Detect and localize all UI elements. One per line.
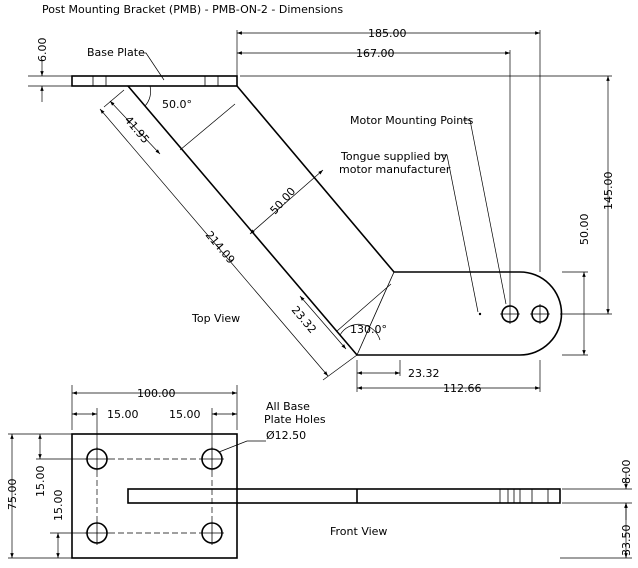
dim-75: 75.00 <box>6 479 19 511</box>
drawing-title: Post Mounting Bracket (PMB) - PMB-ON-2 -… <box>42 3 343 16</box>
dim-50-arm: 50.00 <box>268 185 299 217</box>
dim-214-09: 214.09 <box>203 229 238 267</box>
holes-note-2: Plate Holes <box>264 413 326 426</box>
front-view-label: Front View <box>330 525 387 538</box>
dim-33-5: 33.50 <box>620 525 633 557</box>
holes-note-1: All Base <box>266 400 310 413</box>
dim-6: 6.00 <box>36 38 49 63</box>
dim-112-66: 112.66 <box>443 382 482 395</box>
angle-130: 130.0° <box>350 323 387 336</box>
base-plate-edge <box>71 75 238 87</box>
dim-15-side-a: 15.00 <box>34 466 47 498</box>
dim-167: 167.00 <box>356 47 395 60</box>
base-plate-label: Base Plate <box>87 46 145 59</box>
dim-100: 100.00 <box>137 387 176 400</box>
tongue-outline <box>400 271 563 356</box>
tongue-label-1: Tongue supplied by <box>340 150 448 163</box>
tongue-label-2: motor manufacturer <box>339 163 451 176</box>
dim-50-right: 50.00 <box>578 214 591 246</box>
dim-15-top-right: 15.00 <box>169 408 201 421</box>
angle-50: 50.0° <box>162 98 192 111</box>
dim-23-32-h: 23.32 <box>408 367 440 380</box>
holes-note-3: Ø12.50 <box>266 429 306 442</box>
dim-23-32-diag: 23.32 <box>289 304 319 336</box>
front-view: 100.00 15.00 15.00 All Base Plate Holes … <box>6 385 633 559</box>
top-view-label: Top View <box>191 312 240 325</box>
dim-41-95: 41.95 <box>122 114 152 146</box>
dim-15-side-b: 15.00 <box>52 490 65 522</box>
dim-185: 185.00 <box>368 27 407 40</box>
motor-mounting-label: Motor Mounting Points <box>350 114 474 127</box>
dim-8: 8.00 <box>620 460 633 485</box>
dim-15-top-left: 15.00 <box>107 408 139 421</box>
top-view: 185.00 167.00 6.00 Base Plate 145.00 50.… <box>28 27 615 395</box>
dim-145: 145.00 <box>602 172 615 211</box>
arm-bar-front <box>127 488 561 504</box>
